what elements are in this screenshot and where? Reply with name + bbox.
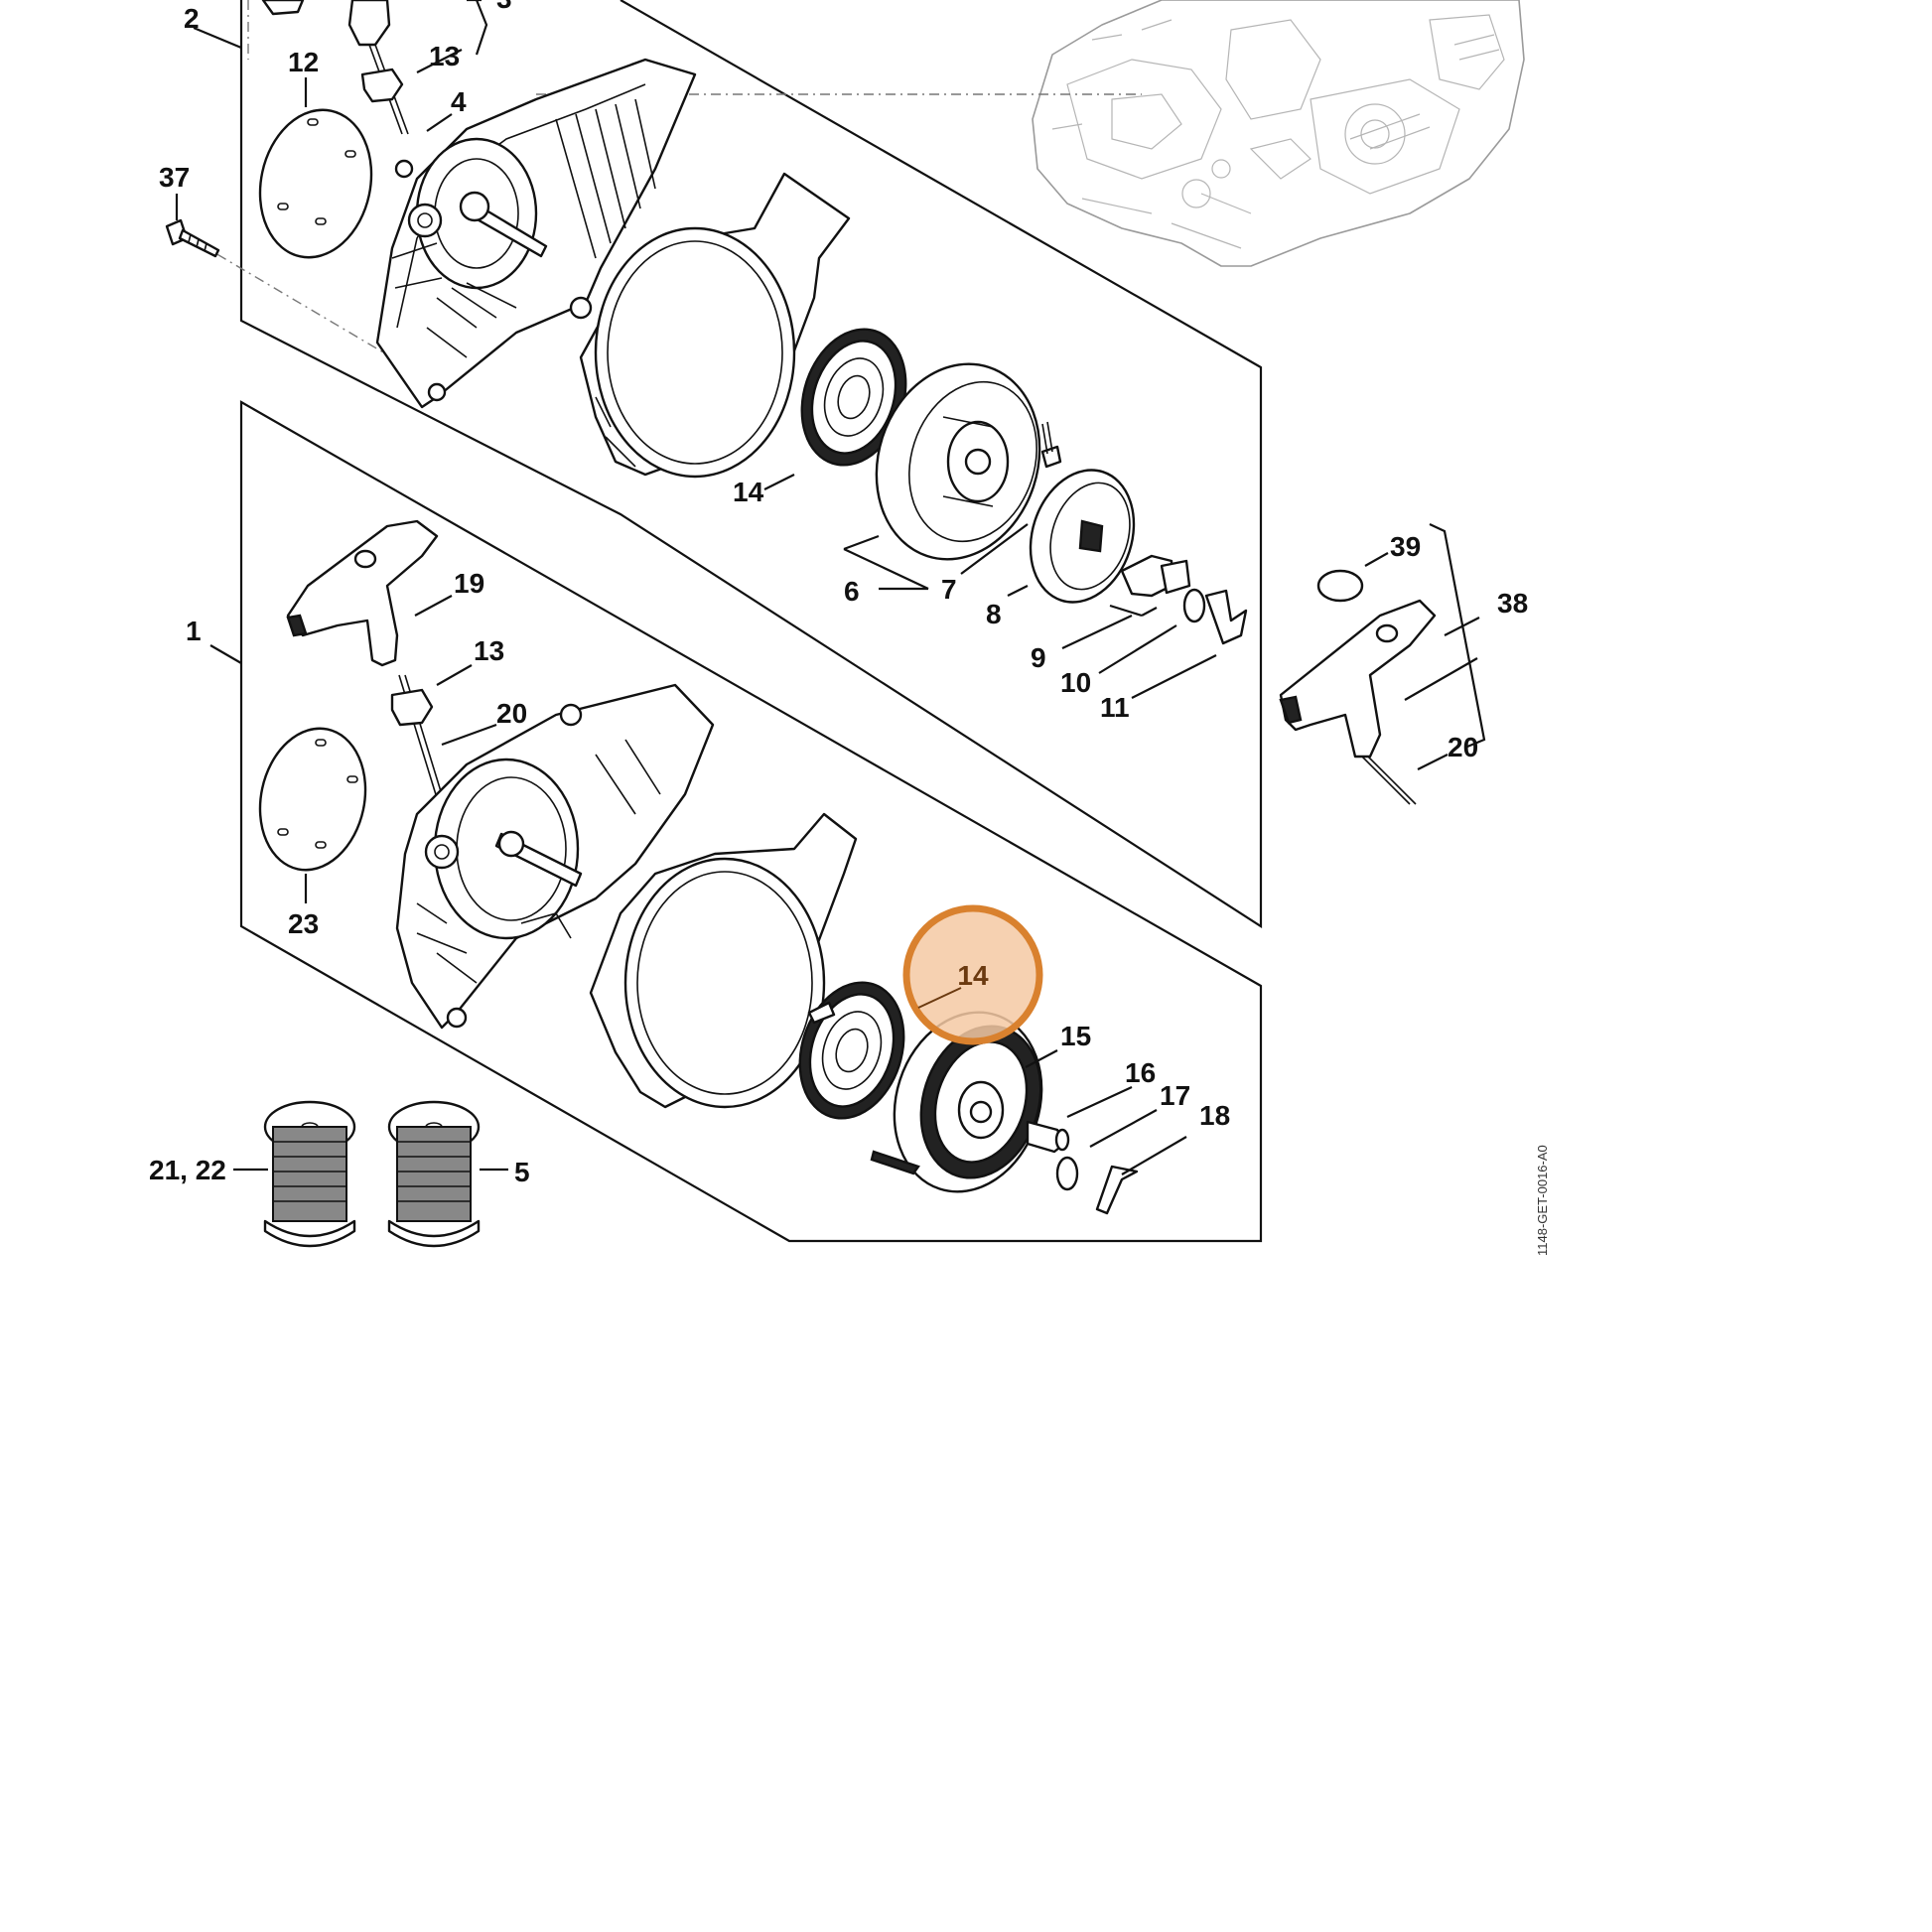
callout-13-bottom[interactable]: 13 — [474, 635, 504, 666]
callout-16[interactable]: 16 — [1125, 1057, 1156, 1088]
rewind-spring-upper — [763, 328, 907, 490]
callout-37[interactable]: 37 — [159, 162, 190, 193]
rotor-fasteners — [1026, 1086, 1187, 1215]
alignment-lines — [198, 0, 1142, 373]
replacement-grip-38 — [1279, 523, 1486, 805]
callout-12[interactable]: 12 — [288, 47, 319, 77]
callout-labels: 2 3 12 13 4 37 14 6 7 8 9 10 11 39 38 20… — [149, 0, 1528, 1187]
upper-starter-grip — [261, 0, 488, 135]
callout-8[interactable]: 8 — [986, 599, 1002, 629]
cover-ring-lower — [589, 812, 858, 1109]
callout-13-top[interactable]: 13 — [429, 41, 460, 71]
highlight-circle[interactable] — [902, 904, 1043, 1045]
starter-pulley-8 — [1007, 469, 1136, 604]
rope-rotor-15 — [870, 1011, 1058, 1193]
callout-6[interactable]: 6 — [844, 576, 860, 607]
callout-38[interactable]: 38 — [1497, 588, 1528, 619]
starter-grip-19 — [286, 519, 453, 667]
callout-18[interactable]: 18 — [1199, 1100, 1230, 1131]
callout-20-right[interactable]: 20 — [1448, 732, 1478, 762]
callout-4[interactable]: 4 — [451, 86, 467, 117]
callout-19[interactable]: 19 — [454, 568, 484, 599]
callout-15[interactable]: 15 — [1060, 1021, 1091, 1051]
highlight-label[interactable]: 14 — [957, 960, 989, 991]
rope-rotor-upper — [843, 362, 1041, 591]
callout-9[interactable]: 9 — [1031, 642, 1046, 673]
callout-1[interactable]: 1 — [186, 616, 202, 646]
callout-21-22[interactable]: 21, 22 — [149, 1155, 226, 1185]
rewind-spring-lower — [798, 981, 905, 1120]
rope-spool-5 — [387, 1100, 508, 1248]
callout-23[interactable]: 23 — [288, 908, 319, 939]
callout-3[interactable]: 3 — [496, 0, 512, 14]
pawl-screw-upper — [1040, 421, 1062, 469]
callout-5[interactable]: 5 — [514, 1157, 530, 1187]
screw-37 — [165, 194, 220, 258]
callout-14-top[interactable]: 14 — [733, 477, 764, 507]
callout-39[interactable]: 39 — [1390, 531, 1421, 562]
fan-housing-lower — [395, 683, 715, 1030]
cover-ring-upper — [579, 172, 851, 479]
label-plate-12 — [258, 77, 373, 259]
label-plate-23 — [258, 727, 367, 903]
callout-2[interactable]: 2 — [184, 3, 200, 34]
callout-20-mid[interactable]: 20 — [496, 698, 527, 729]
drawing-id: 1148-GET-0016-A0 — [1535, 1145, 1550, 1256]
starter-rope-lower — [390, 664, 497, 815]
pawl-assembly — [1061, 554, 1248, 699]
callout-10[interactable]: 10 — [1060, 667, 1091, 698]
callout-7[interactable]: 7 — [941, 574, 957, 605]
fan-housing-upper — [375, 58, 697, 409]
callout-11[interactable]: 11 — [1100, 692, 1130, 723]
engine-housing — [1032, 0, 1525, 267]
lower-assembly-frame — [209, 400, 1263, 1243]
rope-spool-21-22 — [233, 1100, 356, 1248]
highlight-callout-14[interactable]: 14 — [902, 904, 1043, 1045]
callout-17[interactable]: 17 — [1160, 1080, 1190, 1111]
upper-assembly-frame — [193, 0, 1263, 929]
